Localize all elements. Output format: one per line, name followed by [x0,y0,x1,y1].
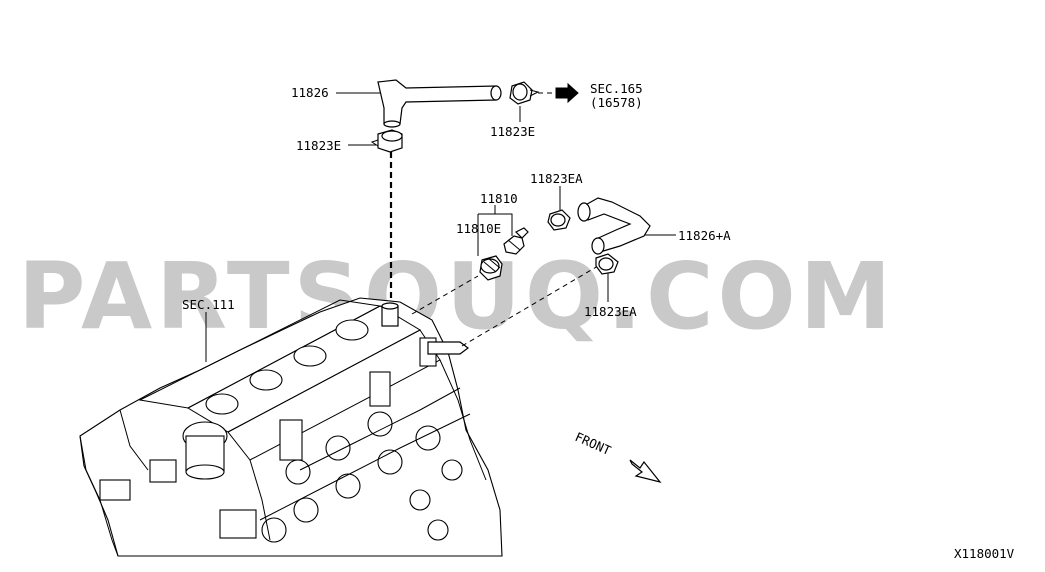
diagram-code: X118001V [954,546,1015,561]
callout-11826A: 11826+A [678,228,731,243]
callout-11823E-upper: 11823E [490,124,535,139]
sec165-arrow-icon [555,82,579,104]
watermark-text: PARTSOUQ.COM [18,243,895,350]
clamp-11823EA-upper [547,209,571,231]
callout-sec111: SEC.111 [182,297,235,312]
assembly-lines [205,92,676,362]
pcv-valve-11810 [503,227,529,255]
hose-11826A [577,197,651,255]
callout-11823EA-lower: 11823EA [584,304,637,319]
callout-11810: 11810 [480,191,518,206]
clamp-11823E-upper [509,81,540,105]
clamp-11823E-left [370,129,403,153]
callout-11823E-left: 11823E [296,138,341,153]
pcv-valve-11810E [479,255,503,281]
engine-head-illustration [79,297,503,557]
hose-11826 [377,79,502,128]
callout-11826: 11826 [291,85,329,100]
front-arrow-icon [629,459,662,484]
callout-11823EA-upper: 11823EA [530,171,583,186]
front-label: FRONT [573,429,614,458]
clamp-11823EA-lower [595,253,619,275]
callout-sec165: SEC.165 [590,81,643,96]
callout-sec165-ref: (16578) [590,95,643,110]
callout-11810E: 11810E [456,221,501,236]
